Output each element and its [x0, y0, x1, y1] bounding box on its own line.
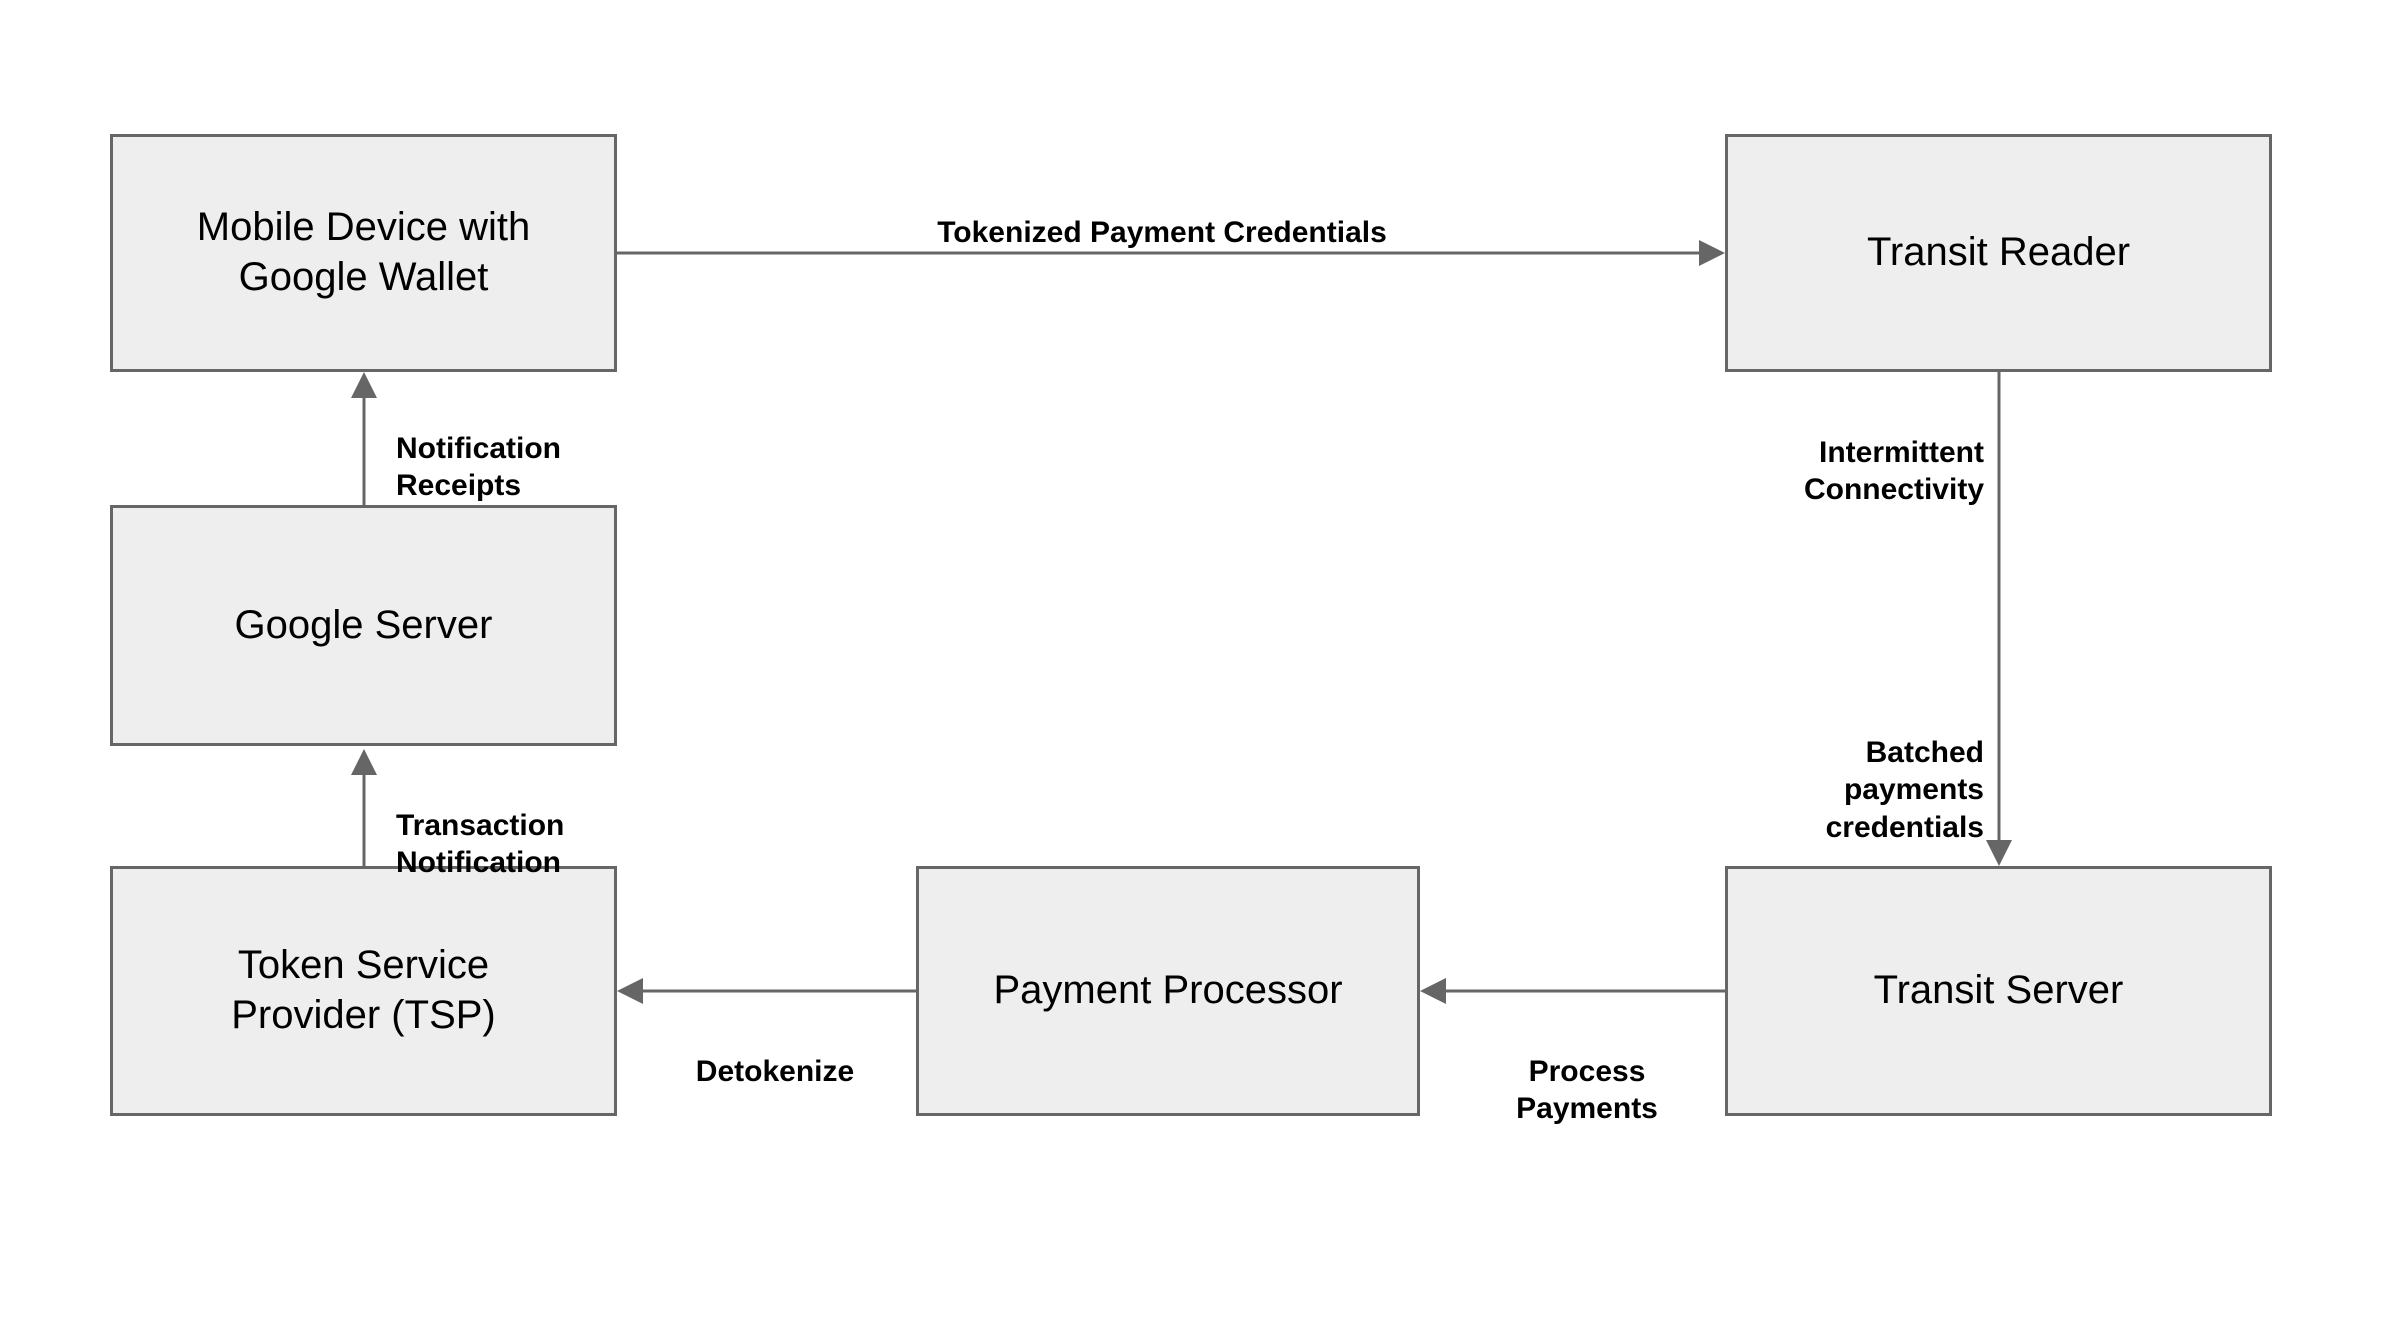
- edge-process-payments: [1420, 978, 1725, 1004]
- node-label: Token Service Provider (TSP): [231, 943, 496, 1037]
- node-payment-processor[interactable]: Payment Processor: [916, 866, 1420, 1116]
- node-label: Google Server: [234, 602, 493, 647]
- node-transit-server[interactable]: Transit Server: [1725, 866, 2272, 1116]
- edge-label-detokenize: Detokenize: [695, 1054, 855, 1088]
- edge-tokenized-payment-credentials: [617, 240, 1725, 266]
- edge-label-process-payments: Process Payments: [1516, 1054, 1658, 1126]
- node-label: Mobile Device with Google Wallet: [196, 205, 531, 299]
- edge-label-notification-receipts: Notification Receipts: [396, 431, 561, 503]
- node-label: Transit Reader: [1866, 230, 2131, 275]
- edge-label-intermittent-connectivity: Intermittent Connectivity: [1803, 435, 1984, 507]
- node-mobile-device-with-google-wallet[interactable]: Mobile Device with Google Wallet: [110, 134, 617, 372]
- edge-label-batched-payments-credentials: Batched payments credentials: [1825, 735, 1984, 844]
- edge-detokenize: [617, 978, 916, 1004]
- edge-label-tokenized-payment-credentials: Tokenized Payment Credentials: [937, 215, 1387, 249]
- node-google-server[interactable]: Google Server: [110, 505, 617, 746]
- node-label: Payment Processor: [993, 968, 1343, 1013]
- edge-notification-receipts: [351, 372, 377, 505]
- edge-label-transaction-notification: Transaction Notification: [396, 808, 565, 880]
- node-label: Transit Server: [1873, 968, 2124, 1013]
- edge-transaction-notification: [351, 749, 377, 866]
- node-transit-reader[interactable]: Transit Reader: [1725, 134, 2272, 372]
- node-token-service-provider[interactable]: Token Service Provider (TSP): [110, 866, 617, 1116]
- edge-transit-reader-to-transit-server: [1986, 372, 2012, 866]
